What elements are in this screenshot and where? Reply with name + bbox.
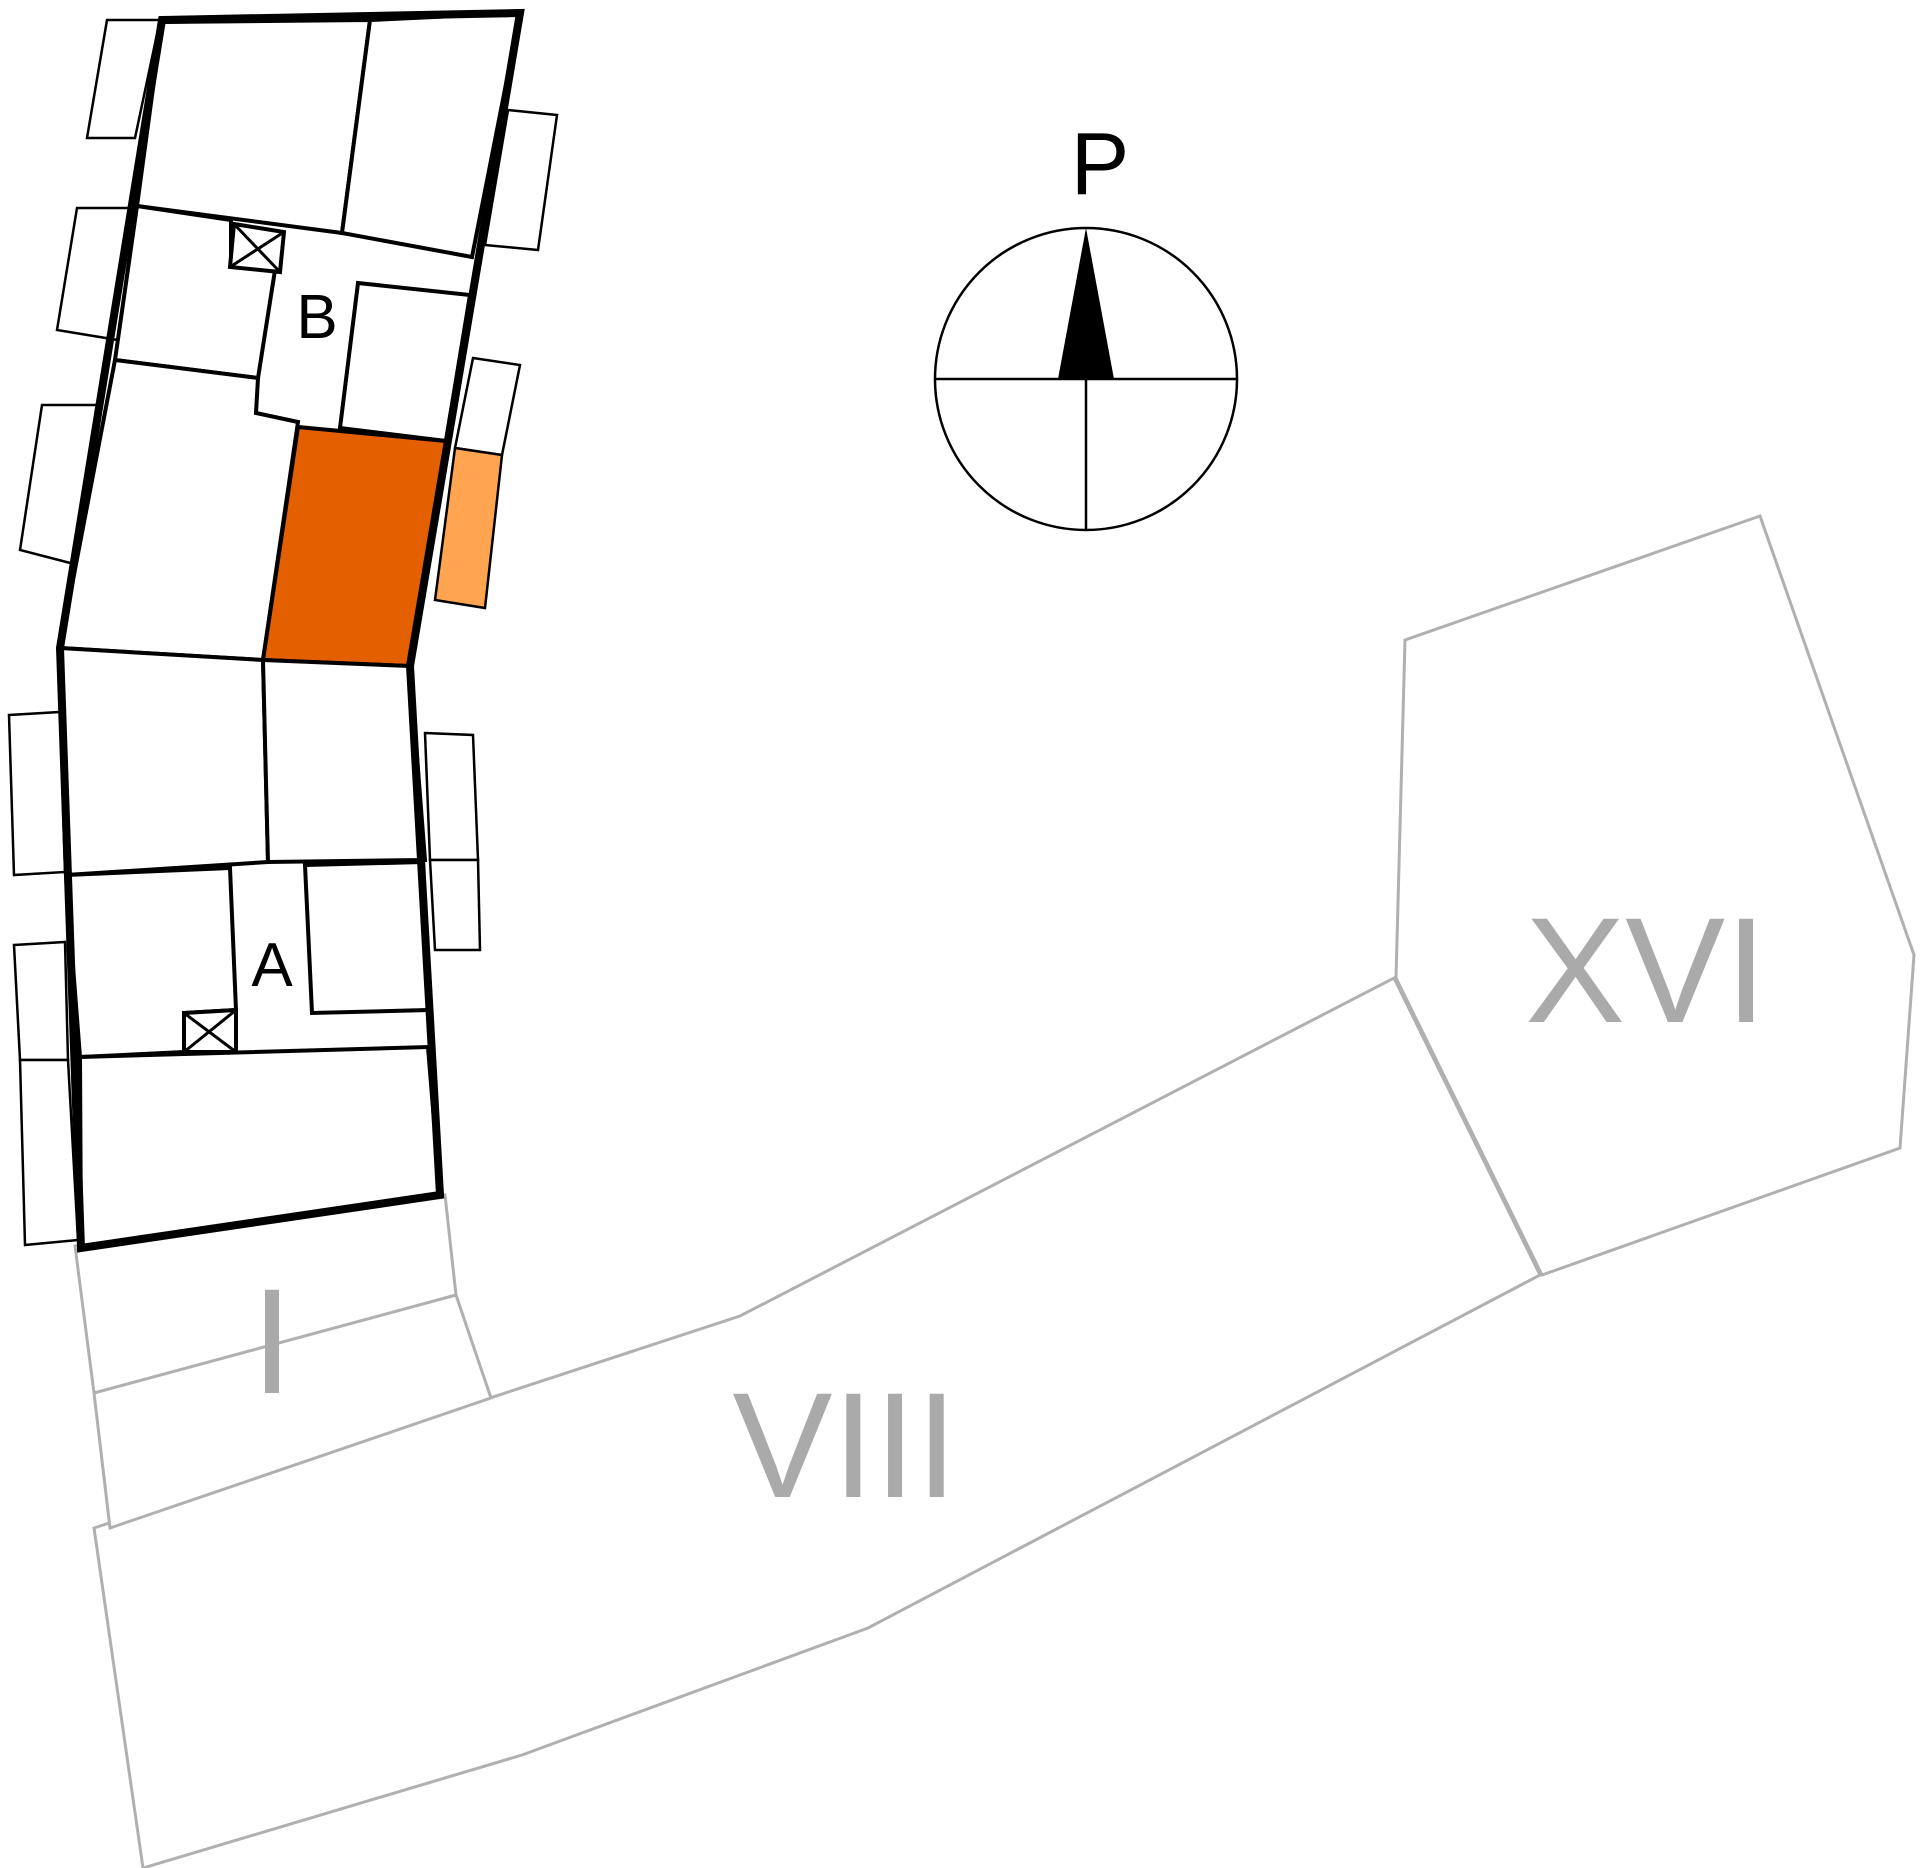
stairwell-b-label: B — [296, 283, 337, 352]
balcony-b-east-2[interactable] — [453, 356, 522, 457]
north-arrow-icon — [1058, 228, 1114, 379]
balcony-a-east-1[interactable] — [423, 731, 480, 862]
building-xvi-outline[interactable] — [1394, 514, 1916, 1277]
building-xvi-label: XVI — [1525, 886, 1767, 1054]
lift-b-icon — [227, 221, 287, 275]
building-viii-label: VIII — [732, 1361, 957, 1529]
building-i-label: I — [251, 1257, 293, 1425]
building-outline — [55, 8, 525, 1253]
balcony-a-east-2[interactable] — [428, 858, 482, 952]
lift-a-icon — [182, 1007, 238, 1054]
balconies — [7, 18, 559, 1247]
unit-a-east[interactable] — [302, 859, 431, 1016]
building-viii-outline[interactable] — [92, 975, 1542, 1868]
stairwell-a-label: A — [251, 931, 293, 1000]
unit-a-north-west[interactable] — [57, 645, 271, 878]
neighbour-buildings: I VIII XVI — [73, 514, 1916, 1868]
balcony-b-east-1[interactable] — [483, 108, 559, 252]
balcony-a-west-3[interactable] — [18, 1058, 80, 1247]
compass-north-label: P — [1071, 114, 1130, 213]
balcony-a-west-1[interactable] — [7, 710, 67, 877]
unit-b-top-west[interactable] — [134, 17, 373, 236]
compass: P — [933, 114, 1239, 532]
balcony-selected[interactable] — [433, 446, 504, 610]
stairwells: B A — [182, 221, 338, 1054]
balcony-a-west-2[interactable] — [12, 940, 70, 1062]
unit-a-north-east[interactable] — [260, 657, 428, 865]
building-i-divider — [93, 1293, 457, 1395]
